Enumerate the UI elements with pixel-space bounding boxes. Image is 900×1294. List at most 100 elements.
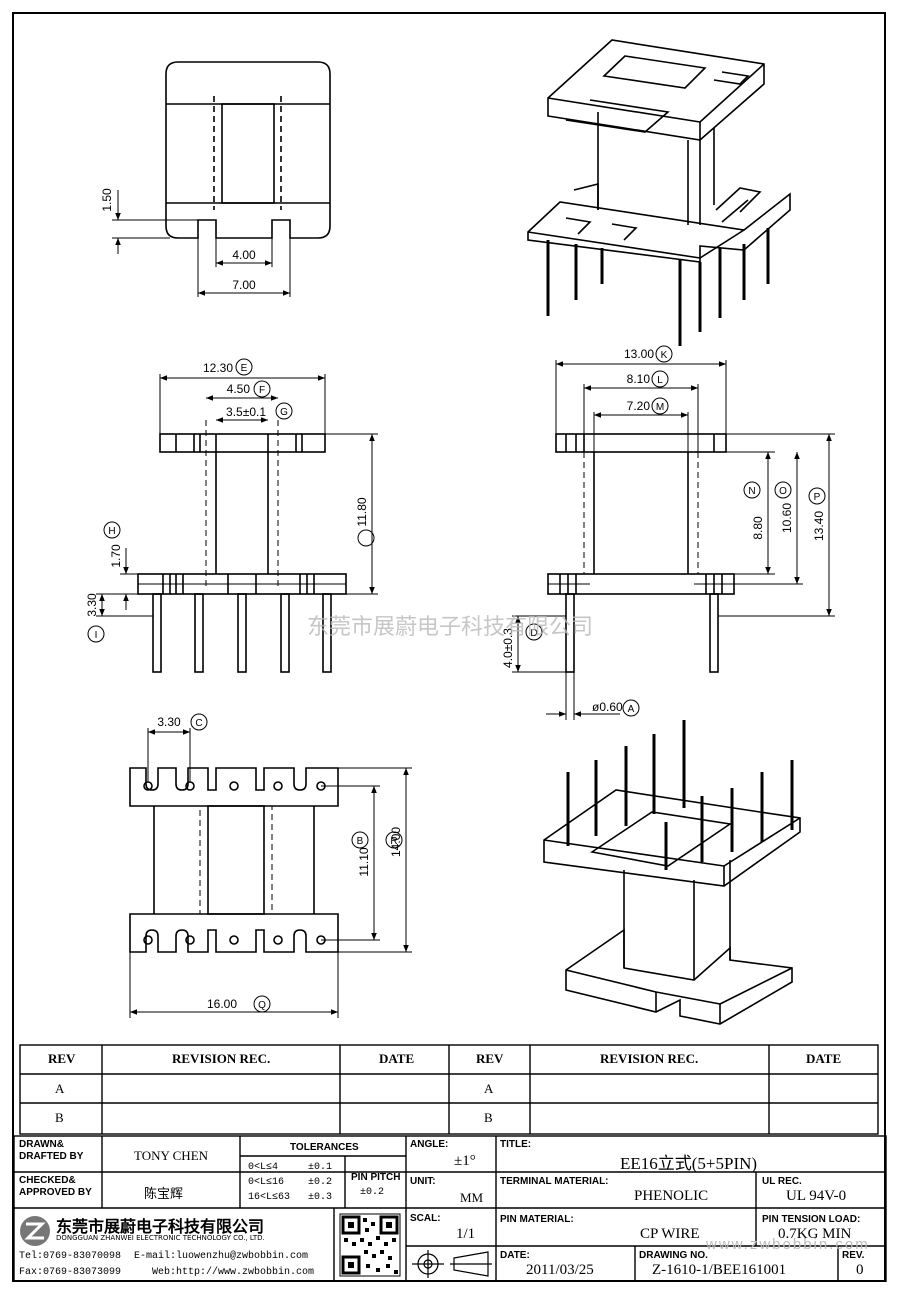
svg-text:M: M	[656, 402, 664, 413]
dim-13-40: 13.40	[812, 511, 826, 541]
dim-3-30-h: 3.30	[157, 715, 181, 729]
dim-8-80: 8.80	[751, 516, 765, 540]
ul-rec-label: UL REC.	[762, 1176, 802, 1187]
balloon-l: L	[651, 370, 669, 388]
isometric-view-bottom	[543, 720, 801, 1025]
balloon-b: B	[351, 831, 369, 849]
tol-value-2: ±0.2	[308, 1177, 333, 1188]
balloon-p: P	[808, 487, 826, 505]
rev-row-b-right: B	[484, 1110, 493, 1125]
zw-logo-icon	[20, 1216, 50, 1246]
dim-11-10: 11.10	[357, 847, 371, 876]
top-view	[165, 61, 331, 297]
projection-symbol-icon	[412, 1250, 492, 1278]
dimension-labels: 1.50 4.00 7.00 12.30 4.50 3.5±0.1 11.80 …	[85, 188, 826, 1011]
title-value: EE16立式(5+5PIN)	[620, 1154, 758, 1173]
company-fax: Fax:0769-83073099	[19, 1267, 122, 1278]
balloon-j	[357, 529, 375, 547]
company-email: E-mail:luowenzhu@zwbobbin.com	[134, 1251, 309, 1262]
drawn-value: TONY CHEN	[134, 1148, 209, 1163]
company-tel: Tel:0769-83070098	[19, 1251, 122, 1262]
tol-value-3: ±0.3	[308, 1192, 333, 1203]
balloon-h: H	[103, 521, 121, 539]
balloon-d: D	[525, 623, 543, 641]
balloon-f: F	[253, 380, 271, 398]
svg-text:N: N	[748, 486, 755, 497]
dim-0-60: ø0.60	[592, 700, 623, 714]
tol-value-1: ±0.1	[308, 1162, 333, 1173]
company-name-cn: 东莞市展蔚电子科技有限公司	[56, 1217, 265, 1236]
pin-pitch-label: PIN PITCH	[351, 1172, 401, 1183]
dim-lines-bottom	[129, 728, 412, 1018]
svg-text:O: O	[779, 486, 787, 497]
revision-rec-header-1: REVISION REC.	[172, 1051, 271, 1066]
svg-text:G: G	[280, 407, 288, 418]
pin-material-label: PIN MATERIAL:	[500, 1214, 574, 1225]
svg-text:E: E	[241, 363, 248, 374]
scale-label: SCAL:	[410, 1213, 441, 1224]
dim-13-00: 13.00	[624, 347, 654, 361]
dim-1-50: 1.50	[100, 188, 114, 212]
date-label: DATE:	[500, 1250, 530, 1261]
balloon-k: K	[655, 345, 673, 363]
svg-text:F: F	[259, 385, 265, 396]
bottom-view	[129, 767, 339, 953]
rev-row-a-left: A	[55, 1081, 65, 1096]
tol-range-2: 0<L≤16	[248, 1177, 285, 1188]
angle-label: ANGLE:	[410, 1139, 449, 1150]
balloon-a: A	[622, 699, 640, 717]
watermark: 东莞市展蔚电子科技有限公司	[307, 614, 593, 639]
tol-range-3: 16<L≤63	[248, 1192, 291, 1203]
terminal-material-label: TERMINAL MATERIAL:	[500, 1176, 609, 1187]
svg-text:B: B	[357, 836, 364, 847]
ul-rec-value: UL 94V-0	[786, 1188, 847, 1204]
dimension-balloons: E F G H I K L M N O P D A C B R Q	[87, 345, 826, 1013]
drawing-no-value: Z-1610-1/BEE161001	[652, 1262, 787, 1278]
rev-row-a-right: A	[484, 1081, 494, 1096]
balloon-r: R	[385, 831, 403, 849]
dim-11-80: 11.80	[355, 497, 369, 526]
unit-value: MM	[460, 1190, 484, 1205]
dim-4-50: 4.50	[227, 382, 251, 396]
terminal-material-value: PHENOLIC	[634, 1188, 709, 1204]
drawing-frame	[12, 12, 886, 1282]
svg-text:D: D	[530, 628, 537, 639]
rev-value: 0	[856, 1262, 864, 1278]
svg-text:Q: Q	[258, 1000, 266, 1011]
title-block-grid	[13, 1135, 887, 1282]
front-view	[137, 420, 347, 673]
angle-value: ±1°	[454, 1153, 476, 1169]
svg-text:H: H	[108, 526, 115, 537]
rev-header-2: REV	[476, 1051, 504, 1066]
dim-4-00: 4.00	[232, 248, 256, 262]
rev-row-b-left: B	[55, 1110, 64, 1125]
tolerances-label: TOLERANCES	[290, 1142, 359, 1153]
balloon-g: G	[275, 402, 293, 420]
svg-text:C: C	[195, 718, 202, 729]
dim-7-20: 7.20	[627, 399, 651, 413]
balloon-o: O	[774, 481, 792, 499]
pin-tension-value: 0.7KG MIN	[778, 1226, 852, 1242]
balloon-m: M	[651, 397, 669, 415]
qr-code-icon	[339, 1213, 401, 1277]
dim-8-10: 8.10	[627, 372, 651, 386]
watermark-url: www.zwbobbin.com	[706, 1236, 870, 1253]
rev-label: REV.	[842, 1250, 865, 1261]
svg-text:I: I	[95, 630, 98, 641]
balloon-c: C	[190, 713, 208, 731]
revision-rec-header-2: REVISION REC.	[600, 1051, 699, 1066]
drawing-no-label: DRAWING NO.	[639, 1250, 708, 1261]
balloon-e: E	[235, 358, 253, 376]
isometric-view-top	[527, 39, 791, 346]
dim-16-00: 16.00	[207, 997, 237, 1011]
revision-table-grid	[19, 1044, 879, 1135]
dim-12-30: 12.30	[203, 361, 233, 375]
company-name-en: DONGGUAN ZHANWEI ELECTRONIC TECHNOLOGY C…	[56, 1234, 265, 1242]
technical-drawing: 1.50 4.00 7.00 12.30 4.50 3.5±0.1 11.80 …	[85, 39, 835, 1025]
checked-value: 陈宝辉	[144, 1186, 184, 1201]
pin-tension-label: PIN TENSION LOAD:	[762, 1214, 861, 1225]
svg-text:L: L	[657, 375, 663, 386]
checked-label: CHECKED& APPROVED BY	[19, 1175, 92, 1198]
date-header-2: DATE	[806, 1051, 842, 1066]
